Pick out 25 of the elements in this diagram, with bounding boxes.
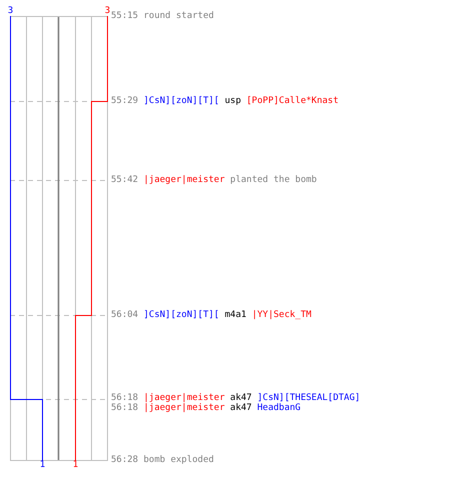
timestamp: 56:28 (111, 455, 138, 465)
event-text: round started (143, 11, 214, 21)
player-name: |jaeger|meister (143, 175, 225, 185)
timestamp: 55:42 (111, 175, 138, 185)
player-name: ]CsN][zoN][T][ (143, 310, 220, 320)
weapon-name: ak47 (230, 403, 252, 413)
event-text: planted the bomb (230, 175, 317, 185)
player-name: ]CsN][zoN][T][ (143, 96, 220, 106)
weapon-name: usp (224, 96, 241, 106)
player-name: HeadbanG (257, 403, 301, 413)
count-label: 3 (8, 6, 14, 16)
weapon-name: m4a1 (224, 310, 246, 320)
player-name: |YY|Seck_TM (252, 310, 312, 320)
timestamp: 56:04 (111, 310, 138, 320)
timestamp: 55:29 (111, 96, 138, 106)
player-name: [PoPP]Calle*Knast (246, 96, 339, 106)
player-name: |jaeger|meister (143, 393, 225, 403)
timestamp: 56:18 (111, 393, 138, 403)
timestamp: 56:18 (111, 403, 138, 413)
event-text: bomb exploded (143, 455, 214, 465)
weapon-name: ak47 (230, 393, 252, 403)
timestamp: 55:15 (111, 11, 138, 21)
player-name: ]CsN][THESEAL[DTAG] (257, 393, 360, 403)
player-name: |jaeger|meister (143, 403, 225, 413)
count-label: 3 (104, 6, 110, 16)
